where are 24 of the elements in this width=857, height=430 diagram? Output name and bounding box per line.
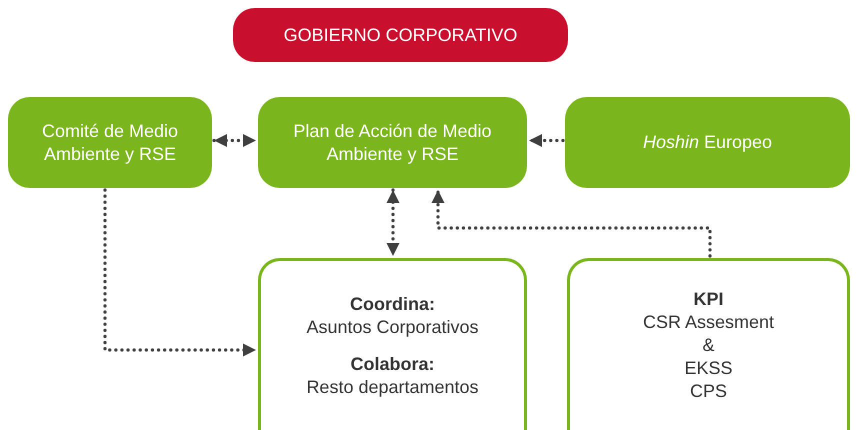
info-box — [567, 258, 850, 430]
body-text: CPS — [690, 380, 727, 403]
governance-box — [233, 8, 568, 62]
body-text: Resto departamentos — [306, 376, 479, 398]
body-text: Asuntos Corporativos — [306, 316, 479, 338]
body-text: CSR Assesment — [642, 311, 774, 334]
dotted-arrow — [212, 134, 258, 147]
dotted-arrow — [432, 188, 712, 258]
body-text: EKSS — [684, 357, 733, 380]
process-box — [258, 97, 527, 188]
body-text: Comité de Medio Ambiente y RSE — [40, 120, 180, 166]
dotted-arrow — [103, 188, 258, 356]
heading-text: KPI — [693, 288, 724, 311]
dotted-arrow — [527, 134, 565, 147]
body-text: Hoshin Europeo — [642, 131, 772, 154]
dotted-arrow — [386, 188, 400, 258]
process-box — [565, 97, 850, 188]
body-text: Plan de Acción de Medio Ambiente y RSE — [292, 120, 493, 166]
process-box — [8, 97, 212, 188]
heading-text: Colabora: — [350, 352, 434, 376]
heading-text: Coordina: — [350, 292, 435, 316]
body-text: GOBIERNO CORPORATIVO — [284, 24, 518, 46]
body-text: & — [702, 334, 714, 357]
info-box — [258, 258, 527, 430]
